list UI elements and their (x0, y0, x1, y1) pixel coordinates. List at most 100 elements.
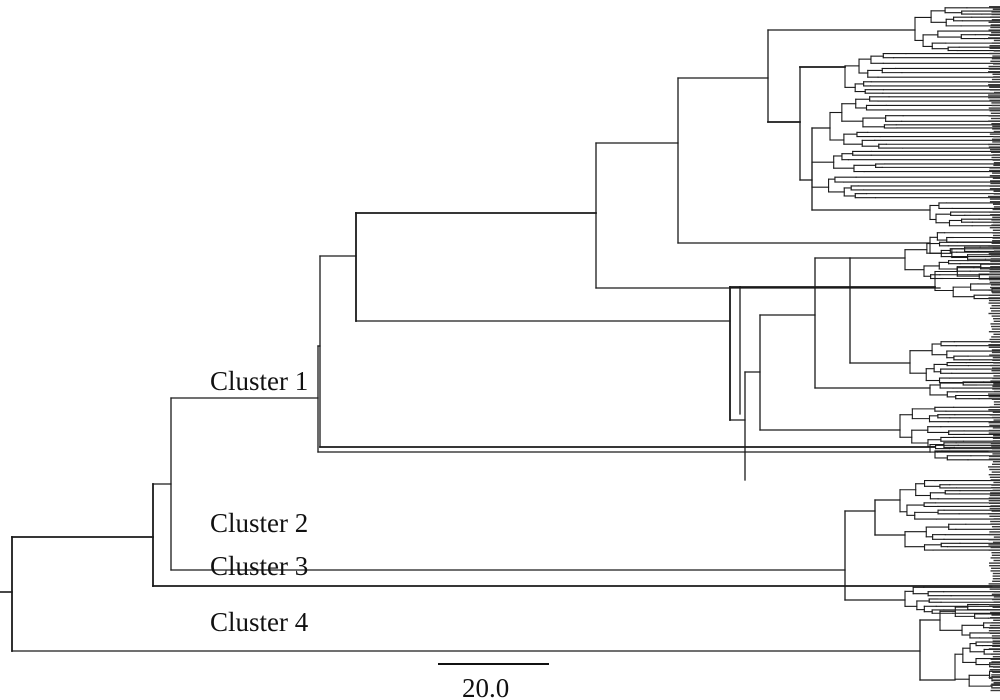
leaf-label-mark (990, 16, 1000, 18)
leaf-label-mark (992, 240, 1000, 242)
leaf-label-mark (989, 110, 1000, 112)
leaf-label-mark (989, 562, 1000, 564)
leaf-label-mark (992, 141, 1000, 143)
leaf-tips (811, 6, 1000, 692)
leaf-label-mark (989, 354, 1000, 356)
leaf-label-mark (993, 650, 1000, 653)
leaf-label-mark (993, 375, 1000, 377)
leaf-label-mark (989, 201, 1000, 203)
leaf-label-mark (991, 661, 1000, 663)
leaf-label-mark (993, 528, 1000, 530)
leaf-label-mark (989, 468, 1000, 471)
leaf-label-mark (993, 481, 1000, 484)
leaf-label-mark (991, 567, 1000, 569)
leaf-label-mark (989, 515, 1000, 517)
leaf-label-mark (989, 175, 1000, 177)
cluster-1-label: Cluster 1 (210, 366, 308, 396)
leaf-label-mark (991, 315, 1000, 317)
leaf-label-mark (988, 245, 1000, 247)
leaf-label-mark (992, 377, 1000, 380)
leaf-label-mark (993, 401, 1000, 403)
leaf-label-mark (991, 416, 1000, 419)
leaf-label-mark (992, 440, 1000, 442)
leaf-label-mark (989, 167, 1000, 169)
leaf-label-mark (989, 279, 1000, 281)
leaf-label-mark (988, 263, 1000, 265)
leaf-label-mark (988, 466, 1000, 468)
leaf-label-mark (993, 76, 1000, 78)
leaf-label-mark (991, 13, 1000, 16)
leaf-label-mark (993, 63, 1000, 65)
leaf-label-mark (988, 71, 1000, 73)
leaf-label-mark (992, 128, 1000, 130)
leaf-label-mark (989, 86, 1000, 88)
leaf-label-mark (989, 307, 1000, 309)
leaf-label-mark (990, 180, 1000, 182)
leaf-label-mark (992, 585, 1000, 588)
leaf-label-mark (988, 544, 1000, 546)
leaf-label-mark (991, 305, 1000, 307)
leaf-label-mark (988, 609, 1000, 611)
leaf-label-mark (988, 474, 1000, 476)
leaf-label-mark (993, 383, 1000, 385)
leaf-label-mark (992, 203, 1000, 205)
leaf-label-mark (992, 385, 1000, 387)
leaf-label-mark (990, 117, 1000, 120)
leaf-label-mark (988, 312, 1000, 315)
leaf-label-mark (990, 112, 1000, 114)
leaf-label-mark (992, 575, 1000, 577)
leaf-label-mark (993, 250, 1000, 252)
leaf-label-mark (989, 424, 1000, 426)
cluster-2-label: Cluster 2 (210, 508, 308, 538)
leaf-label-mark (993, 518, 1000, 520)
leaf-label-mark (990, 570, 1000, 572)
leaf-label-mark (992, 172, 1000, 174)
tree-branches (0, 29, 1000, 681)
leaf-label-mark (993, 136, 1000, 138)
cluster-4-label: Cluster 4 (210, 607, 309, 637)
leaf-label-mark (989, 338, 1000, 341)
leaf-label-mark (988, 29, 1000, 31)
leaf-label-mark (992, 580, 1000, 582)
leaf-label-mark (988, 37, 1000, 39)
leaf-label-mark (990, 523, 1000, 525)
leaf-label-mark (992, 8, 1000, 10)
leaf-label-mark (989, 531, 1000, 533)
leaf-label-mark (991, 42, 1000, 44)
leaf-label-mark (989, 47, 1000, 49)
leaf-label-mark (989, 133, 1000, 135)
leaf-label-mark (989, 198, 1000, 200)
leaf-label-mark (992, 578, 1000, 580)
leaf-label-mark (988, 273, 1000, 276)
leaf-label-mark (990, 266, 1000, 268)
leaf-label-mark (991, 398, 1000, 400)
leaf-label-mark (993, 333, 1000, 335)
leaf-label-mark (988, 583, 1000, 585)
leaf-label-mark (989, 268, 1000, 270)
leaf-label-mark (993, 536, 1000, 538)
leaf-label-mark (991, 349, 1000, 351)
leaf-label-mark (988, 455, 1000, 458)
leaf-label-mark (992, 643, 1000, 645)
leaf-label-mark (989, 632, 1000, 634)
leaf-label-mark (989, 624, 1000, 627)
leaf-label-mark (988, 299, 1000, 302)
leaf-label-mark (991, 653, 1000, 655)
leaf-label-mark (992, 247, 1000, 250)
leaf-label-mark (990, 260, 1000, 263)
leaf-label-mark (990, 442, 1000, 445)
leaf-label-mark (991, 526, 1000, 528)
leaf-label-mark (989, 663, 1000, 666)
leaf-label-mark (992, 463, 1000, 465)
leaf-label-mark (989, 6, 1000, 8)
leaf-label-mark (988, 630, 1000, 632)
leaf-label-mark (988, 97, 1000, 99)
leaf-label-mark (991, 367, 1000, 369)
leaf-label-mark (993, 190, 1000, 192)
leaf-label-mark (993, 435, 1000, 437)
leaf-label-mark (993, 164, 1000, 166)
leaf-label-mark (990, 492, 1000, 494)
leaf-label-mark (991, 58, 1000, 60)
leaf-label-mark (991, 102, 1000, 104)
